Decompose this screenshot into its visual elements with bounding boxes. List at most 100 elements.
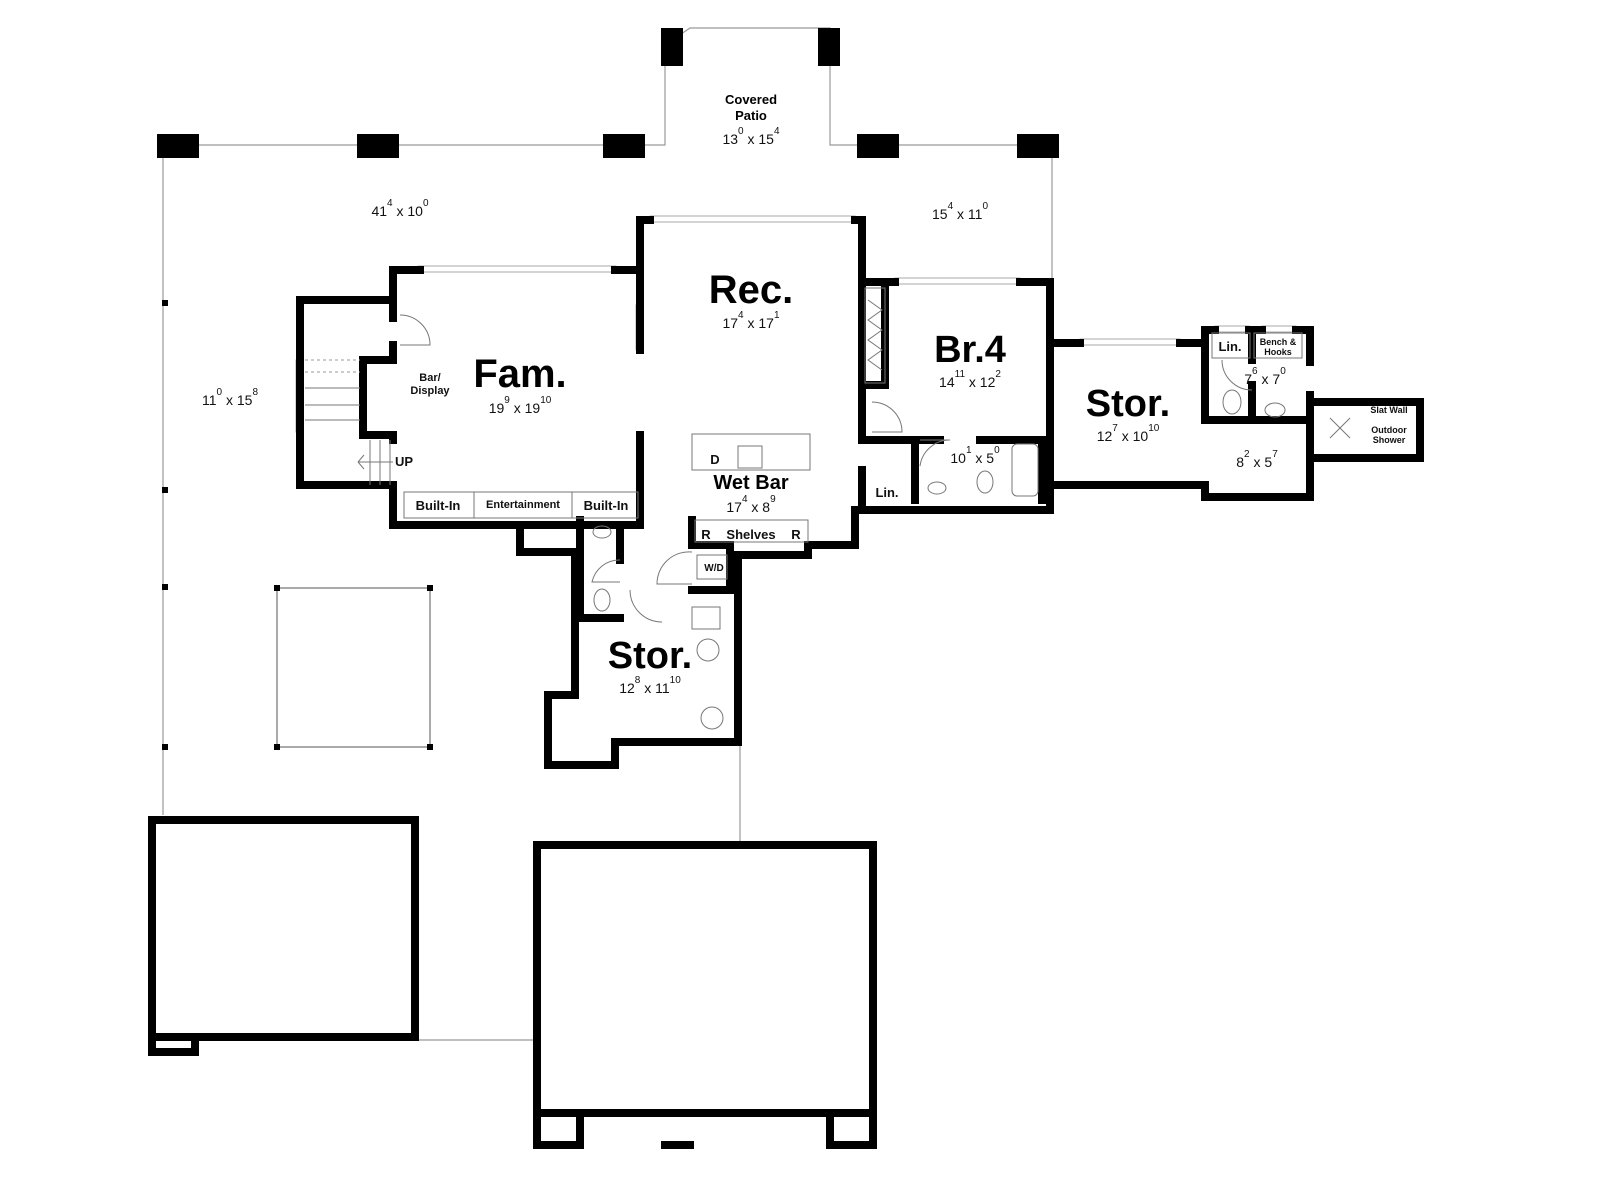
dim-d-in: 0 — [1280, 366, 1286, 377]
dim-separator: x — [748, 499, 763, 515]
post — [274, 585, 280, 591]
dim-separator: x — [744, 131, 759, 147]
door-swing — [1221, 359, 1253, 391]
dim-w-ft: 10 — [950, 450, 966, 466]
door-swing — [629, 589, 663, 623]
toilet — [976, 470, 994, 494]
patio-outlines — [162, 27, 1053, 1041]
dim-d-ft: 10 — [407, 203, 423, 219]
column — [818, 28, 840, 66]
dim-d-in: 7 — [1272, 449, 1278, 460]
dim-w-ft: 19 — [489, 400, 505, 416]
stair-up-label: UP — [395, 454, 413, 469]
columns — [157, 28, 1059, 750]
room-dimensions: 101 x 50 — [950, 445, 1000, 466]
toilet — [593, 588, 611, 612]
dim-w-in: 6 — [1252, 366, 1258, 377]
dim-d-ft: 19 — [525, 400, 541, 416]
room-side-patio: 110 x 158 — [202, 387, 258, 408]
column — [857, 134, 899, 158]
dim-d-ft: 5 — [986, 450, 994, 466]
dim-w-in: 8 — [635, 675, 641, 686]
column — [661, 28, 683, 66]
dim-w-in: 1 — [966, 445, 972, 456]
dim-w-in: 7 — [1112, 423, 1118, 434]
room-dimensions: 1411 x 122 — [939, 369, 1001, 390]
dim-w-ft: 41 — [371, 203, 387, 219]
dim-d-in: 0 — [982, 201, 988, 212]
column — [157, 134, 199, 158]
dim-w-ft: 12 — [619, 680, 635, 696]
post — [427, 744, 433, 750]
room-dimensions: 76 x 70 — [1244, 366, 1286, 387]
dim-w-in: 4 — [387, 198, 393, 209]
wet-bar-counter — [691, 433, 811, 471]
linen-br4-label: Lin. — [875, 485, 898, 500]
built-in-right-label: Built-In — [584, 498, 629, 513]
room-name: Wet Bar — [713, 472, 788, 494]
dim-d-ft: 8 — [762, 499, 770, 515]
room-dimensions: 82 x 57 — [1236, 449, 1278, 470]
dim-d-ft: 5 — [1264, 454, 1272, 470]
dim-w-ft: 14 — [939, 374, 955, 390]
sink-icon — [1264, 402, 1286, 418]
dim-d-in: 10 — [540, 395, 552, 406]
dim-separator: x — [965, 374, 980, 390]
door-swing — [656, 551, 693, 585]
dim-d-in: 0 — [994, 445, 1000, 456]
garage-left — [148, 816, 419, 1041]
dim-separator: x — [1118, 428, 1133, 444]
post — [162, 744, 168, 750]
room-name: Covered — [725, 92, 777, 107]
room-mud: 82 x 57 — [1236, 449, 1278, 470]
room-dimensions: 174 x 89 — [726, 494, 776, 515]
dim-d-ft: 11 — [655, 680, 670, 696]
column — [357, 134, 399, 158]
dim-separator: x — [953, 206, 968, 222]
fridge-left-label: R — [701, 527, 711, 542]
dim-w-in: 11 — [955, 369, 966, 380]
dishwasher-label: D — [710, 452, 719, 467]
post — [427, 585, 433, 591]
room-porch-right: 154 x 110 — [932, 201, 988, 222]
utility-sink — [691, 606, 721, 630]
fixture-labels: Bar/Display UP Built-In Entertainment Bu… — [395, 337, 1408, 574]
sink-icon — [927, 481, 947, 495]
room-name: Stor. — [1086, 383, 1170, 425]
toilet — [1222, 389, 1242, 415]
room-dimensions: 174 x 171 — [722, 310, 780, 331]
closet — [864, 287, 886, 384]
shelves-label: Shelves — [726, 527, 775, 542]
dim-d-ft: 7 — [1272, 371, 1280, 387]
dim-w-in: 4 — [738, 310, 744, 321]
dim-d-in: 2 — [995, 369, 1001, 380]
bench-hooks-label: Bench &Hooks — [1260, 337, 1297, 357]
dim-separator: x — [222, 392, 237, 408]
bathtub — [1011, 443, 1039, 497]
dim-d-in: 0 — [423, 198, 429, 209]
washer-dryer — [696, 554, 728, 580]
fixtures — [305, 287, 1370, 730]
dim-w-in: 0 — [217, 387, 223, 398]
post — [162, 487, 168, 493]
walls — [148, 216, 1424, 1149]
post — [274, 744, 280, 750]
dim-w-ft: 11 — [202, 392, 217, 408]
room-bath: 101 x 50 — [950, 445, 1000, 466]
dim-separator: x — [640, 680, 655, 696]
entertainment-label: Entertainment — [486, 499, 560, 511]
linen-closet — [1211, 332, 1251, 359]
door-swing — [871, 401, 903, 433]
shower-icon — [1329, 417, 1351, 439]
door-swing — [591, 559, 621, 583]
room-rec: Rec.174 x 171 — [709, 268, 794, 331]
dim-w-in: 9 — [504, 395, 510, 406]
dim-w-in: 0 — [738, 126, 744, 137]
sink-icon — [737, 445, 763, 469]
dim-d-in: 10 — [670, 675, 682, 686]
